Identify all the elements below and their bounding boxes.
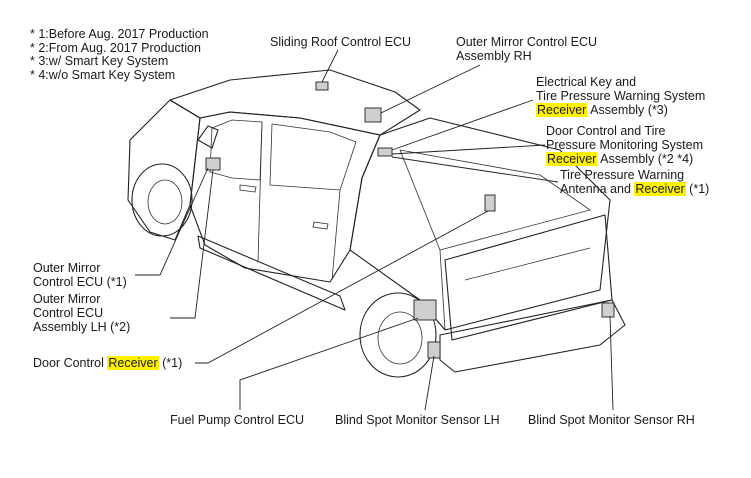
label-bsm-rh: Blind Spot Monitor Sensor RH	[528, 413, 695, 427]
bsm-lh-part	[427, 341, 441, 359]
tpw-antenna-part	[484, 194, 496, 212]
label-text: Antenna and	[560, 182, 635, 196]
label-line: Outer Mirror Control ECU	[456, 35, 597, 49]
label-tire-pressure-antenna: Tire Pressure Warning Antenna and Receiv…	[560, 168, 709, 196]
label-fuel-pump-ecu: Fuel Pump Control ECU	[170, 413, 305, 427]
label-line: Control ECU (*1)	[33, 275, 127, 289]
footnotes: * 1:Before Aug. 2017 Production * 2:From…	[30, 27, 209, 82]
label-line: Receiver Assembly (*3)	[536, 103, 705, 117]
label-line: Tire Pressure Warning	[560, 168, 685, 182]
label-outer-mirror-rh: Outer Mirror Control ECU Assembly RH	[456, 35, 597, 63]
highlight-receiver: Receiver	[536, 103, 588, 117]
label-outer-mirror-control-ecu: Outer Mirror Control ECU (*1)	[33, 261, 127, 289]
footnote-3: * 3:w/ Smart Key System	[30, 54, 169, 69]
label-line: Outer Mirror	[33, 261, 101, 275]
label-text: (*1)	[158, 356, 183, 370]
leader-lines	[135, 49, 614, 411]
electrical-key-receiver-part	[377, 147, 393, 157]
label-outer-mirror-lh: Outer Mirror Control ECU Assembly LH (*2…	[33, 292, 130, 334]
label-door-control-tire-pressure: Door Control and Tire Pressure Monitorin…	[546, 124, 703, 166]
label-line: Assembly RH	[456, 49, 532, 63]
components	[205, 81, 615, 359]
outer-mirror-rh-part	[364, 107, 382, 123]
label-sliding-roof-ecu: Sliding Roof Control ECU	[270, 35, 412, 49]
label-text: Door Control	[33, 356, 108, 370]
highlight-receiver: Receiver	[634, 182, 686, 196]
label-line: Electrical Key and	[536, 75, 637, 89]
label-line: Outer Mirror	[33, 292, 101, 306]
label-line: Antenna and Receiver (*1)	[560, 182, 709, 196]
label-line: Assembly LH (*2)	[33, 320, 131, 334]
footnote-4: * 4:w/o Smart Key System	[30, 67, 176, 82]
label-text: (*1)	[685, 182, 710, 196]
sliding-roof-ecu-part	[315, 81, 329, 91]
highlight-receiver: Receiver	[107, 356, 159, 370]
footnote-2: * 2:From Aug. 2017 Production	[30, 40, 201, 55]
fuel-pump-ecu-part	[413, 299, 437, 321]
label-line: Tire Pressure Warning System	[536, 89, 706, 103]
label-line: Door Control and Tire	[546, 124, 666, 138]
label-door-control-receiver: Door Control Receiver (*1)	[33, 356, 182, 370]
label-text: Assembly (*2 *4)	[597, 152, 694, 166]
label-line: Pressure Monitoring System	[546, 138, 704, 152]
bsm-rh-part	[601, 302, 615, 318]
footnote-1: * 1:Before Aug. 2017 Production	[30, 27, 209, 41]
label-line: Control ECU	[33, 306, 104, 320]
label-line: Receiver Assembly (*2 *4)	[546, 152, 703, 166]
truck-body	[127, 69, 626, 378]
highlight-receiver: Receiver	[546, 152, 598, 166]
label-bsm-lh: Blind Spot Monitor Sensor LH	[335, 413, 500, 427]
label-text: Assembly (*3)	[587, 103, 668, 117]
label-electrical-key-receiver: Electrical Key and Tire Pressure Warning…	[536, 75, 705, 117]
